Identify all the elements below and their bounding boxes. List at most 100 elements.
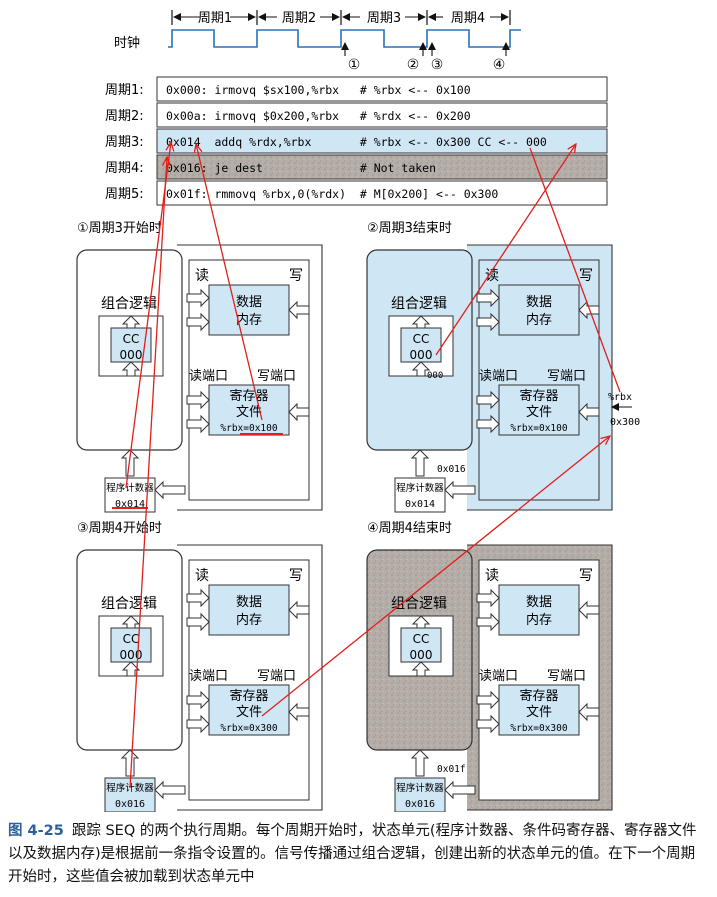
register-label-1: 寄存器: [229, 388, 268, 404]
panel-title: ①周期3开始时: [77, 221, 162, 236]
register-label-2: 文件: [236, 705, 262, 720]
register-file: [498, 384, 580, 436]
seq-diagram: 时钟 周期1 周期2 周期3 周期4 ① ② ③ ④: [76, 10, 640, 812]
register-label-2: 文件: [526, 705, 552, 720]
logic-label: 组合逻辑: [391, 596, 447, 612]
pc-label: 程序计数器: [396, 482, 444, 494]
read-label: 读: [195, 567, 209, 584]
cc-label: CC: [123, 332, 140, 346]
cc-value: 000: [120, 348, 143, 362]
register-value: %rbx=0x100: [510, 423, 567, 434]
red-arrow-cc-to-row3: [435, 144, 576, 356]
row-5-code: 0x01f: rmmovq %rbx,0(%rdx) # M[0x200] <-…: [166, 187, 498, 201]
pc-label: 程序计数器: [106, 482, 154, 494]
marker-4: ④: [493, 57, 506, 73]
cycle-3-label: 周期3: [367, 11, 401, 26]
memory-label-2: 内存: [526, 312, 552, 328]
read-label: 读: [485, 567, 499, 584]
row-2-label: 周期2:: [105, 109, 144, 124]
row-4-code: 0x016: je dest # Not taken: [166, 161, 436, 175]
pc-value: 0x014: [115, 499, 145, 510]
data-memory: [208, 584, 290, 636]
pc-new-value: 0x016: [437, 464, 466, 475]
write-port-label: 写端口: [257, 669, 296, 684]
row-3-label: 周期3:: [105, 135, 144, 150]
memory-label-1: 数据: [526, 595, 552, 610]
read-port-label: 读端口: [189, 369, 228, 384]
data-memory: [208, 284, 290, 336]
pc-value: 0x014: [405, 499, 435, 510]
write-port-label: 写端口: [547, 369, 586, 384]
read-label: 读: [195, 267, 209, 284]
write-label: 写: [579, 568, 593, 584]
marker-3: ③: [431, 57, 444, 73]
memory-label-2: 内存: [236, 312, 262, 328]
register-value: %rbx=0x100: [220, 423, 277, 434]
memory-label-1: 数据: [236, 595, 262, 610]
register-file: [208, 684, 290, 736]
panel-title: ④周期4结束时: [367, 521, 452, 536]
register-label-1: 寄存器: [519, 388, 558, 404]
register-value: %rbx=0x300: [220, 723, 277, 734]
side-rbx-value: 0x300: [610, 417, 640, 428]
row-3-code: 0x014 addq %rdx,%rbx # %rbx <-- 0x300 CC…: [166, 135, 547, 149]
panel-3: ③周期4开始时组合逻辑CC000读写数据内存读端口写端口寄存器文件%rbx=0x…: [76, 521, 323, 812]
cycle-1-label: 周期1: [198, 11, 232, 26]
row-2-code: 0x00a: irmovq $0x200,%rbx # %rdx <-- 0x2…: [166, 109, 471, 123]
row-1-label: 周期1:: [105, 83, 144, 98]
register-label-1: 寄存器: [229, 688, 268, 704]
read-port-label: 读端口: [479, 369, 518, 384]
red-arrow-pc-to-row3: [125, 142, 171, 489]
figure-caption-text: 跟踪 SEQ 的两个执行周期。每个周期开始时，状态单元(程序计数器、条件码寄存器…: [8, 823, 697, 885]
logic-label: 组合逻辑: [101, 296, 157, 312]
panel-2: ②周期3结束时组合逻辑CC000000读写数据内存读端口写端口寄存器文件%rbx…: [366, 221, 613, 513]
logic-label: 组合逻辑: [391, 296, 447, 312]
memory-label-1: 数据: [236, 295, 262, 310]
red-arrow-pc-to-row4: [129, 157, 167, 789]
row-1-code: 0x000: irmovq $sx100,%rbx # %rbx <-- 0x1…: [166, 83, 471, 97]
cc-value: 000: [120, 648, 143, 662]
clock-waveform: [168, 29, 521, 48]
instruction-table: 周期1: 周期2: 周期3: 周期4: 周期5: 0x000: irmovq $…: [105, 76, 608, 206]
panel-title: ②周期3结束时: [367, 221, 452, 236]
program-counter: [394, 477, 446, 513]
register-value: %rbx=0x300: [510, 723, 567, 734]
cc-label: CC: [413, 632, 430, 646]
cc-label: CC: [413, 332, 430, 346]
red-arrow-rf-to-row3: [196, 144, 263, 421]
register-label-2: 文件: [236, 405, 262, 420]
pc-value: 0x016: [405, 799, 435, 810]
write-label: 写: [289, 268, 303, 284]
marker-1: ①: [348, 57, 361, 73]
side-rbx-label: %rbx: [608, 392, 632, 403]
write-port-label: 写端口: [257, 369, 296, 384]
pc-new-value: 0x01f: [437, 764, 466, 775]
cycle-2-label: 周期2: [282, 11, 316, 26]
marker-2: ②: [407, 57, 420, 73]
timing-diagram: 时钟 周期1 周期2 周期3 周期4 ① ② ③ ④: [114, 10, 521, 73]
red-annotations: [112, 142, 621, 789]
figure-label: 图 4-25: [8, 823, 64, 839]
state-panels: ①周期3开始时组合逻辑CC000读写数据内存读端口写端口寄存器文件%rbx=0x…: [76, 221, 613, 812]
logic-label: 组合逻辑: [101, 596, 157, 612]
cc-new-value: 000: [427, 371, 443, 381]
cc-value: 000: [410, 648, 433, 662]
write-port-label: 写端口: [547, 669, 586, 684]
red-arrow-rf-to-side: [261, 436, 610, 717]
cycle-4-label: 周期4: [451, 11, 485, 26]
pc-label: 程序计数器: [396, 782, 444, 794]
program-counter: [394, 777, 446, 812]
read-port-label: 读端口: [189, 669, 228, 684]
register-label-1: 寄存器: [519, 688, 558, 704]
pc-value: 0x016: [115, 799, 145, 810]
register-label-2: 文件: [526, 405, 552, 420]
register-file: [498, 684, 580, 736]
panel-title: ③周期4开始时: [77, 521, 162, 536]
cc-value: 000: [410, 348, 433, 362]
write-label: 写: [579, 268, 593, 284]
row-5-label: 周期5:: [105, 187, 144, 202]
memory-label-1: 数据: [526, 295, 552, 310]
row-4-label: 周期4:: [105, 161, 144, 176]
memory-label-2: 内存: [526, 612, 552, 628]
